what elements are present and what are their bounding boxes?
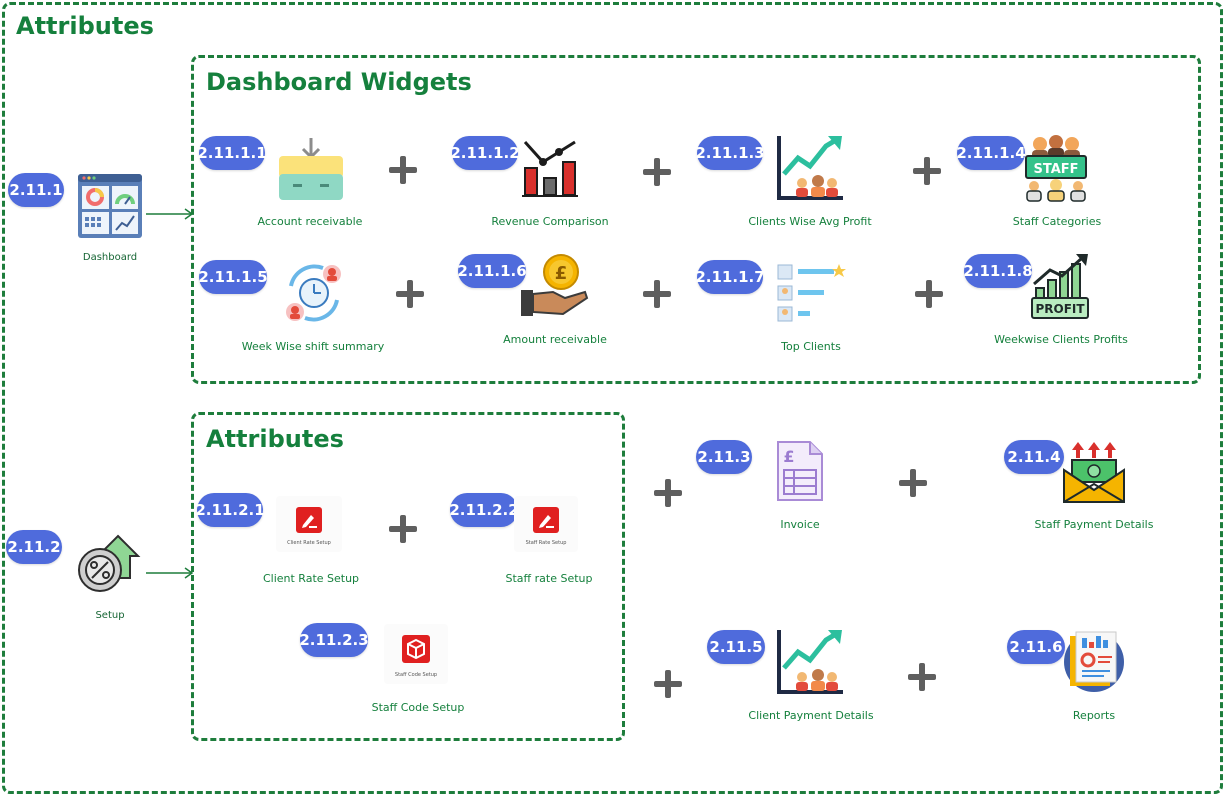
dashboard-widgets-frame xyxy=(191,55,1201,384)
badge-top-clients: 2.11.1.7 xyxy=(695,260,765,294)
plus-icon xyxy=(913,157,941,185)
weekwise-clients-profits-label: Weekwise Clients Profits xyxy=(994,333,1128,346)
badge-staff-categories: 2.11.1.4 xyxy=(956,136,1026,170)
plus-icon xyxy=(908,663,936,691)
attributes-frame xyxy=(191,412,625,741)
badge-account-receivable: 2.11.1.1 xyxy=(197,136,267,170)
staff-payment-details-label: Staff Payment Details xyxy=(1034,518,1154,531)
badge-week-wise-shift-summary: 2.11.1.5 xyxy=(198,260,268,294)
badge-setup: 2.11.2 xyxy=(6,530,62,564)
setup-gear-icon xyxy=(78,534,141,592)
dashboard-label: Dashboard xyxy=(82,252,138,263)
clients-wise-avg-profit-icon xyxy=(777,136,843,200)
staff-sign-text: STAFF xyxy=(1033,162,1078,177)
outer-title: Attributes xyxy=(16,12,154,40)
badge-reports: 2.11.6 xyxy=(1007,630,1065,664)
revenue-comparison-icon xyxy=(522,140,578,197)
dashboard-widgets-title: Dashboard Widgets xyxy=(206,68,472,96)
plus-icon xyxy=(389,515,417,543)
staff-code-setup-thumbnail: Staff Code Setup xyxy=(384,624,448,684)
pound-coin-symbol: £ xyxy=(555,263,568,284)
plus-icon xyxy=(915,280,943,308)
badge-clients-wise-avg-profit: 2.11.1.3 xyxy=(695,136,765,170)
setup-label: Setup xyxy=(95,610,125,621)
client-payment-details-icon xyxy=(777,630,843,694)
staff-code-setup-thumb-text: Staff Code Setup xyxy=(394,672,438,678)
plus-icon xyxy=(654,670,682,698)
plus-icon xyxy=(643,280,671,308)
plus-icon xyxy=(654,479,682,507)
week-wise-shift-summary-label: Week Wise shift summary xyxy=(241,340,385,353)
reports-icon xyxy=(1064,631,1124,692)
badge-weekwise-clients-profits: 2.11.1.8 xyxy=(963,254,1033,288)
plus-icon xyxy=(389,156,417,184)
edit-icon xyxy=(533,507,559,533)
amount-receivable-icon: £ xyxy=(521,254,589,316)
badge-revenue-comparison: 2.11.1.2 xyxy=(450,136,520,170)
profit-sign-text: PROFIT xyxy=(1035,302,1085,316)
top-clients-icon xyxy=(777,264,846,322)
badge-invoice: 2.11.3 xyxy=(696,440,752,474)
dashboard-icon xyxy=(78,174,142,238)
badge-amount-receivable: 2.11.1.6 xyxy=(457,254,527,288)
revenue-comparison-label: Revenue Comparison xyxy=(491,215,609,228)
account-receivable-icon xyxy=(279,138,343,200)
invoice-icon: £ xyxy=(777,441,823,501)
staff-code-setup-label: Staff Code Setup xyxy=(371,701,465,714)
badge-staff-payment-details: 2.11.4 xyxy=(1004,440,1064,474)
invoice-pound-symbol: £ xyxy=(783,447,794,466)
badge-staff-code-setup: 2.11.2.3 xyxy=(299,623,369,657)
attributes-title: Attributes xyxy=(206,425,344,453)
plus-icon xyxy=(643,158,671,186)
badge-dashboard: 2.11.1 xyxy=(8,173,64,207)
reports-label: Reports xyxy=(1072,709,1116,722)
week-wise-shift-summary-icon xyxy=(286,264,341,322)
client-rate-setup-label: Client Rate Setup xyxy=(262,572,360,585)
client-rate-setup-thumbnail: Client Rate Setup xyxy=(276,496,342,552)
invoice-label: Invoice xyxy=(780,518,820,531)
badge-client-rate-setup: 2.11.2.1 xyxy=(195,493,265,527)
staff-categories-label: Staff Categories xyxy=(1012,215,1102,228)
staff-rate-setup-thumb-text: Staff Rate Setup xyxy=(525,540,567,546)
client-payment-details-label: Client Payment Details xyxy=(748,709,874,722)
badge-client-payment-details: 2.11.5 xyxy=(707,630,765,664)
staff-payment-details-icon xyxy=(1063,442,1125,503)
badge-staff-rate-setup: 2.11.2.2 xyxy=(449,493,519,527)
setup-arrow xyxy=(146,567,194,579)
weekwise-clients-profits-icon: PROFIT xyxy=(1031,254,1089,319)
staff-rate-setup-label: Staff rate Setup xyxy=(505,572,593,585)
amount-receivable-label: Amount receivable xyxy=(503,333,607,346)
account-receivable-label: Account receivable xyxy=(257,215,363,228)
client-rate-setup-thumb-text: Client Rate Setup xyxy=(287,540,331,546)
top-clients-label: Top Clients xyxy=(781,340,841,353)
dashboard-arrow xyxy=(146,208,194,220)
staff-categories-icon: STAFF xyxy=(1025,135,1087,202)
clients-wise-avg-profit-label: Clients Wise Avg Profit xyxy=(748,215,872,228)
edit-icon xyxy=(296,507,322,533)
plus-icon xyxy=(396,280,424,308)
staff-rate-setup-thumbnail: Staff Rate Setup xyxy=(514,496,578,552)
cube-icon xyxy=(402,635,430,663)
plus-icon xyxy=(899,469,927,497)
